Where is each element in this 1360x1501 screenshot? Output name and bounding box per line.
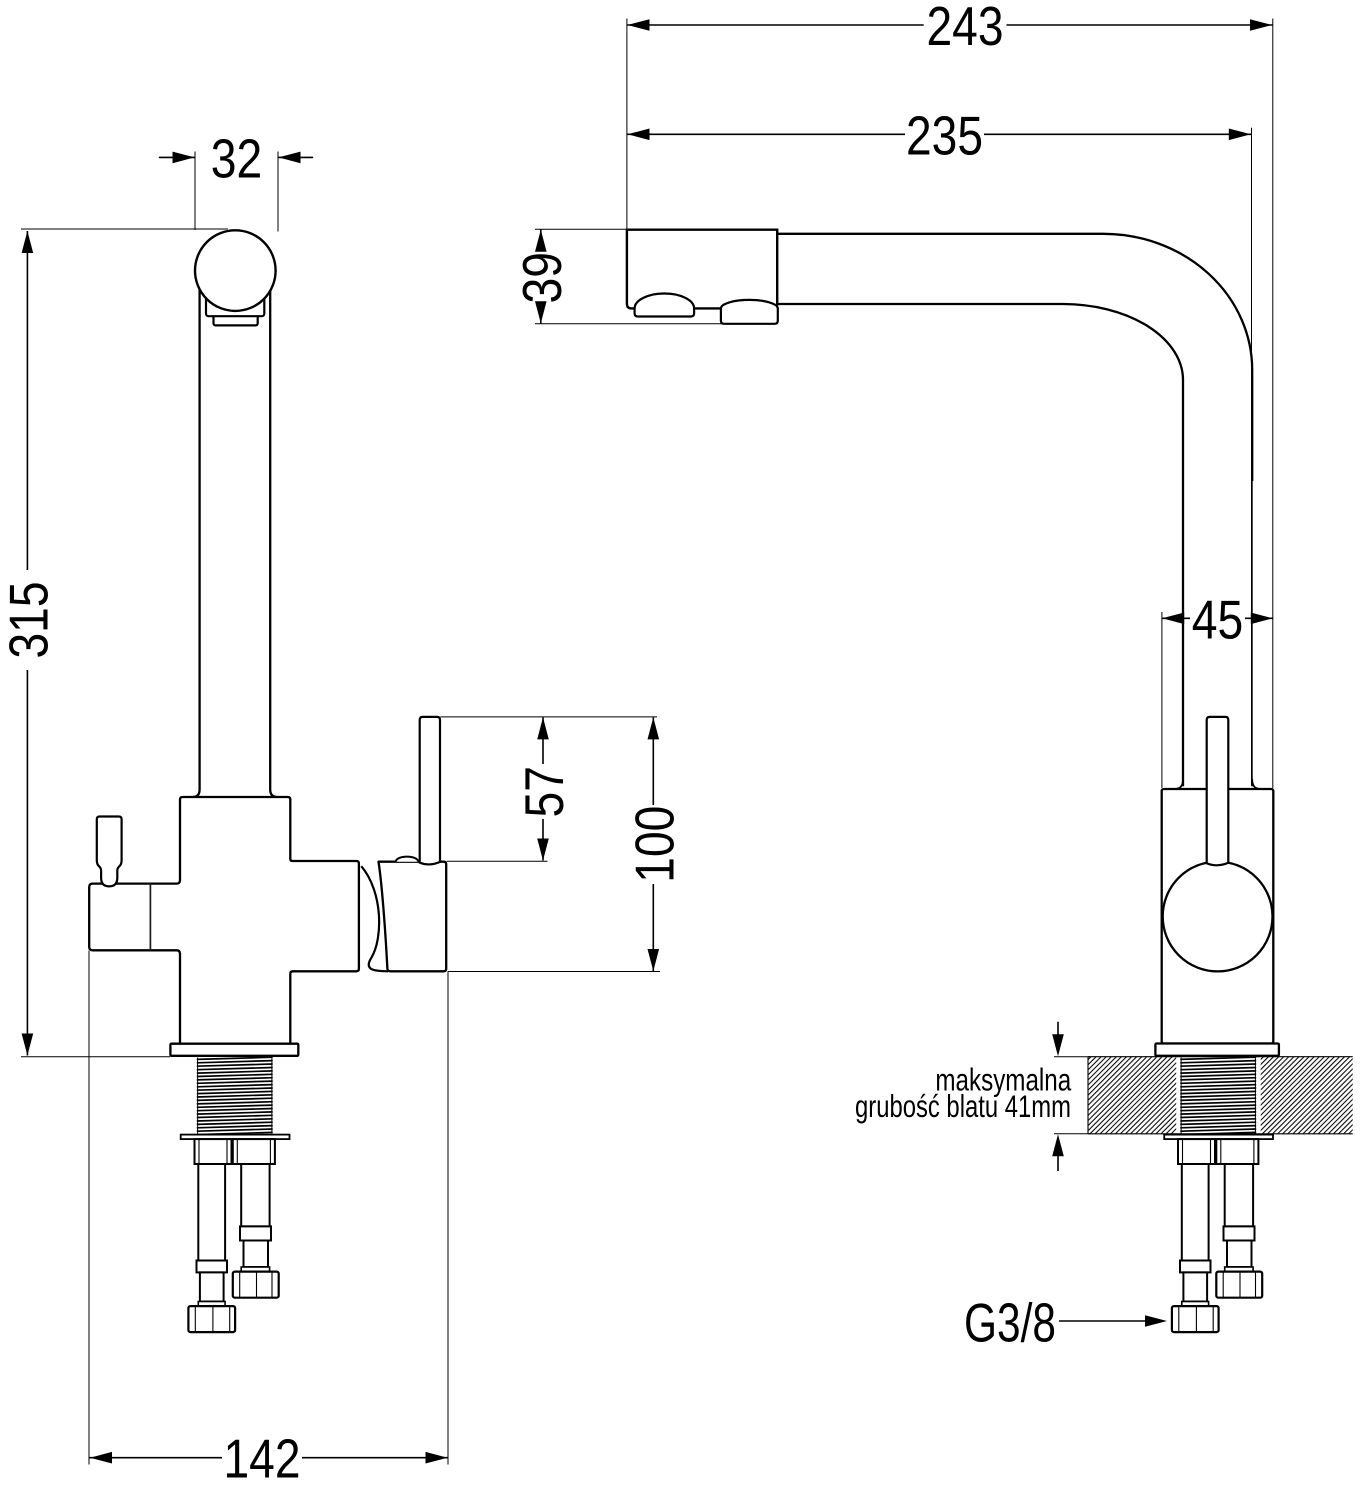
svg-text:grubość blatu 41mm: grubość blatu 41mm xyxy=(855,1088,1071,1124)
svg-text:39: 39 xyxy=(511,252,573,304)
svg-text:235: 235 xyxy=(906,104,983,166)
svg-text:maksymalna: maksymalna xyxy=(935,1061,1071,1097)
svg-text:243: 243 xyxy=(927,0,1004,57)
svg-text:142: 142 xyxy=(224,1428,301,1490)
svg-text:100: 100 xyxy=(623,806,685,883)
svg-text:57: 57 xyxy=(513,766,575,818)
svg-text:G3/8: G3/8 xyxy=(964,1292,1056,1354)
svg-text:315: 315 xyxy=(0,582,59,659)
svg-text:45: 45 xyxy=(1192,588,1244,650)
svg-text:32: 32 xyxy=(211,127,263,189)
